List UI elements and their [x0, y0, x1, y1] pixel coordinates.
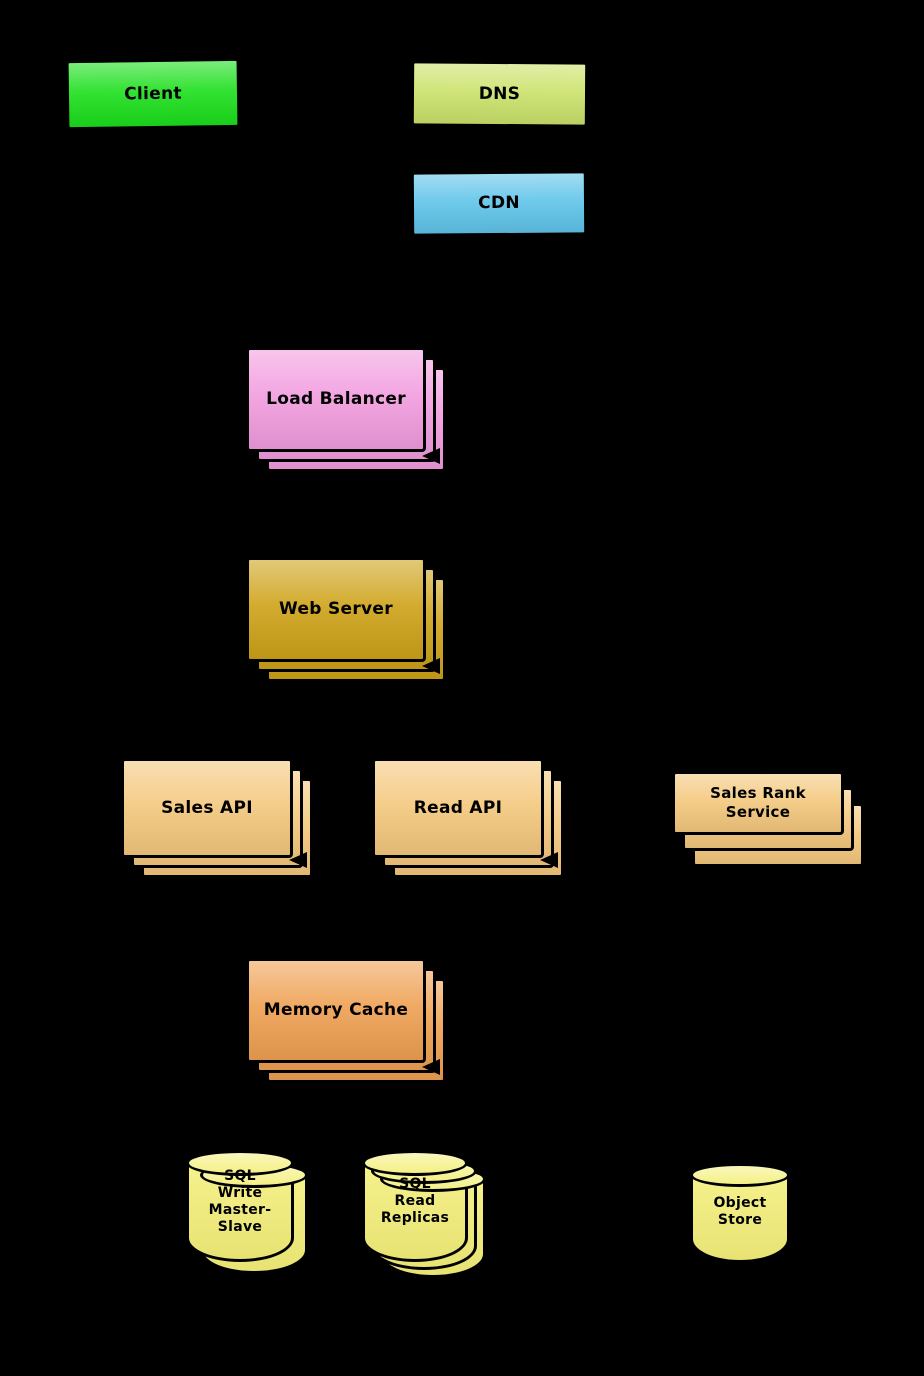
node-sql-read-replicas: SQL Read Replicas — [362, 1150, 488, 1280]
dns-label: DNS — [478, 83, 521, 104]
node-memory-cache: Memory Cache — [246, 958, 448, 1085]
node-memory-cache-front: Memory Cache — [246, 958, 426, 1063]
node-dns: DNS — [410, 60, 589, 128]
node-web-server: Web Server — [246, 557, 448, 684]
node-sales-rank-service-front: Sales Rank Service — [672, 771, 844, 835]
arrowhead-icon — [422, 1059, 440, 1075]
node-web-server-front: Web Server — [246, 557, 426, 662]
cylinder-body — [690, 1175, 790, 1263]
cylinder-top — [362, 1150, 468, 1176]
client-label: Client — [123, 83, 182, 104]
cylinder-top — [690, 1163, 790, 1187]
node-load-balancer: Load Balancer — [246, 347, 448, 474]
memory-cache-label: Memory Cache — [263, 1000, 409, 1020]
node-read-api-front: Read API — [372, 758, 544, 858]
node-sales-api: Sales API — [121, 758, 315, 880]
arrowhead-icon — [422, 658, 440, 674]
cdn-label: CDN — [478, 192, 520, 214]
load-balancer-label: Load Balancer — [266, 389, 406, 409]
arrowhead-icon — [422, 448, 440, 464]
object-store-label: Object Store — [713, 1195, 767, 1228]
sql-write-master-slave-label: SQL Write Master- Slave — [208, 1168, 272, 1235]
read-api-label: Read API — [413, 797, 503, 818]
cylinder-front: SQL Read Replicas — [362, 1150, 468, 1262]
sql-read-replicas-label: SQL Read Replicas — [380, 1176, 450, 1226]
node-object-store: Object Store — [690, 1163, 790, 1263]
sales-rank-service-label: Sales Rank Service — [710, 784, 806, 821]
node-sales-rank-service: Sales Rank Service — [672, 771, 866, 869]
arrowhead-icon — [289, 852, 307, 868]
node-read-api: Read API — [372, 758, 566, 880]
node-sql-write-master-slave: SQL Write Master- Slave — [186, 1150, 310, 1276]
node-sales-api-front: Sales API — [121, 758, 293, 858]
node-client: Client — [65, 57, 241, 131]
web-server-label: Web Server — [279, 599, 393, 619]
arrowhead-icon — [540, 852, 558, 868]
cylinder-top — [186, 1150, 294, 1176]
cylinder-front: SQL Write Master- Slave — [186, 1150, 294, 1262]
sales-api-label: Sales API — [161, 797, 253, 818]
node-cdn: CDN — [410, 170, 588, 237]
cylinder-front: Object Store — [690, 1163, 790, 1263]
node-load-balancer-front: Load Balancer — [246, 347, 426, 452]
